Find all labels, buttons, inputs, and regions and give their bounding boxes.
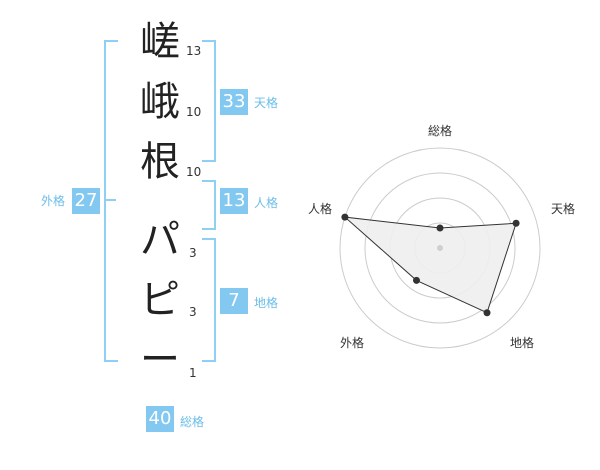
radar-point-3 [483, 309, 491, 317]
name-char-3: 根 [140, 139, 180, 185]
radar-point-2 [512, 219, 520, 227]
radar-axis-label-gaikaku: 外格 [340, 336, 365, 350]
name-char-4: パ [140, 217, 180, 263]
stroke-count-5: 3 [189, 305, 197, 319]
radar-axis-label-tenkaku: 天格 [551, 202, 576, 216]
name-char-1: 嵯 [140, 19, 180, 65]
tenkaku-value-badge: 33 [220, 89, 248, 115]
name-char-5: ピ [140, 277, 180, 323]
radar-axis-label-soukaku: 総格 [428, 124, 453, 138]
soukaku-value-badge: 40 [146, 406, 174, 432]
radar-grid-ring [339, 147, 541, 349]
jinkaku-label: 人格 [254, 196, 279, 210]
stroke-count-2: 10 [186, 105, 202, 119]
chikaku-label: 地格 [254, 296, 279, 310]
name-char-2: 峨 [140, 79, 180, 125]
radar-center-dot [437, 245, 443, 251]
radar-point-5 [341, 213, 349, 221]
jinkaku-bracket [202, 180, 216, 230]
gaikaku-value-badge: 27 [72, 188, 100, 214]
soukaku-label: 総格 [180, 415, 205, 429]
radar-series-polygon [343, 216, 517, 314]
jinkaku-value-badge: 13 [220, 188, 248, 214]
chikaku-value-badge: 7 [220, 288, 248, 314]
tenkaku-bracket [202, 40, 216, 162]
stroke-count-6: 1 [189, 366, 197, 380]
stroke-count-1: 13 [186, 44, 202, 58]
stroke-count-3: 10 [186, 165, 202, 179]
stroke-count-4: 3 [189, 246, 197, 260]
gaikaku-bracket-tick [104, 199, 116, 201]
name-char-6: ー [140, 337, 180, 383]
tenkaku-label: 天格 [254, 96, 279, 110]
gaikaku-bracket [104, 40, 118, 362]
radar-grid-ring [364, 172, 516, 324]
radar-point-4 [412, 276, 420, 284]
radar-axis-label-jinkaku: 人格 [308, 202, 333, 216]
radar-point-1 [436, 224, 444, 232]
radar-axis-label-chikaku: 地格 [510, 336, 535, 350]
gaikaku-label: 外格 [41, 194, 66, 208]
chikaku-bracket [202, 238, 216, 362]
